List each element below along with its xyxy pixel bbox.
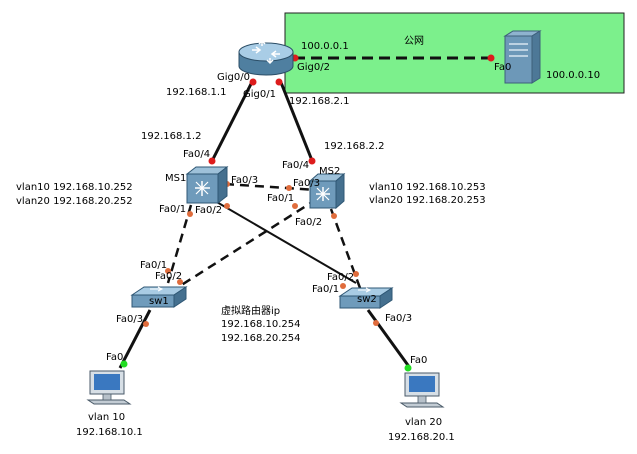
link-ms1-sw1 [166, 204, 193, 284]
ms1-vlan20-label: vlan20 192.168.20.252 [16, 196, 133, 207]
port-dot-sw1-fa0-3 [143, 321, 149, 327]
ms2-vlan20-label: vlan20 192.168.20.253 [369, 195, 486, 206]
port-dot-ms2-fa0-2 [331, 213, 337, 219]
port-dot-ms2-fa0-3 [286, 185, 292, 191]
link-router-ms2 [278, 79, 315, 164]
ms1-fa0-3-label: Fa0/3 [231, 175, 258, 186]
virtual-router-ip-title: 虚拟路由器ip [221, 304, 280, 317]
sw1-fa0-1-label: Fa0/1 [140, 260, 167, 271]
port-dot-ms1-fa0-2 [224, 203, 230, 209]
ms1-fa0-1-label: Fa0/1 [159, 204, 186, 215]
public-network-zone-label: 公网 [404, 35, 424, 47]
virtual-router-ip-vlan10: 192.168.10.254 [221, 319, 301, 330]
pc1-fa0-label: Fa0 [106, 352, 123, 363]
sw2-fa0-3-label: Fa0/3 [385, 313, 412, 324]
port-dot-pc2-fa0 [404, 364, 412, 372]
port-dot-router-gig0-0 [249, 78, 257, 86]
ms2-fa0-2-label: Fa0/2 [295, 217, 322, 228]
pc2-fa0-label: Fa0 [410, 355, 427, 366]
sw2-name-label: sw2 [357, 294, 377, 305]
port-indicators [120, 54, 495, 372]
port-dot-ms2-fa0-1 [292, 203, 298, 209]
pc1-ip-label: 192.168.10.1 [76, 427, 143, 438]
ms2-vlan10-label: vlan10 192.168.10.253 [369, 182, 486, 193]
ms2-fa0-3-label: Fa0/3 [293, 178, 320, 189]
router-icon[interactable] [238, 39, 294, 76]
ms2-fa0-4-label: Fa0/4 [282, 160, 309, 171]
port-dot-ms1-fa0-1 [187, 211, 193, 217]
sw1-fa0-2-label: Fa0/2 [155, 271, 182, 282]
ms1-fa0-4-label: Fa0/4 [183, 149, 210, 160]
ms2-name-label: MS2 [319, 166, 340, 177]
link-sw1-pc1 [118, 309, 152, 369]
router-gig0-1-ip-label: 192.168.2.1 [289, 96, 349, 107]
port-dot-sw2-fa0-3 [373, 320, 379, 326]
public-network-zone [284, 12, 625, 94]
links [118, 56, 491, 369]
port-dot-ms2-fa0-4 [308, 157, 316, 165]
port-dot-ms1-fa0-4 [208, 157, 216, 165]
router-gig0-0-label: Gig0/0 [217, 72, 250, 83]
link-ms2-sw1 [171, 197, 318, 293]
sw2-switch-icon[interactable] [338, 287, 394, 309]
sw1-name-label: sw1 [149, 296, 169, 307]
server-icon[interactable] [503, 30, 542, 84]
port-dot-router-gig0-1 [275, 78, 283, 86]
sw1-fa0-3-label: Fa0/3 [116, 314, 143, 325]
link-sw2-pc2 [366, 309, 412, 369]
port-dot-pc1-fa0 [120, 360, 128, 368]
port-dot-sw1-fa0-1 [165, 268, 171, 274]
ms2-multilayer-switch-icon[interactable] [308, 172, 346, 210]
pc2-computer-icon[interactable] [399, 372, 445, 408]
router-gig0-2-label: Gig0/2 [297, 62, 330, 73]
ms1-vlan10-label: vlan10 192.168.10.252 [16, 182, 133, 193]
pc2-vlan-label: vlan 20 [405, 417, 442, 428]
ms2-fa0-1-label: Fa0/1 [267, 193, 294, 204]
router-gig0-1-label: Gig0/1 [243, 89, 276, 100]
link-router-ms1 [209, 79, 255, 164]
port-dot-sw1-fa0-2 [177, 279, 183, 285]
port-dot-sw2-fa0-1 [340, 283, 346, 289]
port-dot-server-fa0 [487, 54, 495, 62]
ms2-uplink-ip-label: 192.168.2.2 [324, 141, 384, 152]
pc2-ip-label: 192.168.20.1 [388, 432, 455, 443]
virtual-router-ip-vlan20: 192.168.20.254 [221, 333, 301, 344]
ms1-multilayer-switch-icon[interactable] [185, 165, 229, 205]
router-gig0-0-ip-label: 192.168.1.1 [166, 87, 226, 98]
ms1-uplink-ip-label: 192.168.1.2 [141, 131, 201, 142]
server-ip-label: 100.0.0.10 [546, 70, 600, 81]
ms1-name-label: MS1 [165, 173, 186, 184]
sw2-fa0-1-label: Fa0/1 [312, 284, 339, 295]
port-dot-sw2-fa0-2 [353, 271, 359, 277]
server-fa0-label: Fa0 [494, 62, 511, 73]
sw1-switch-icon[interactable] [130, 286, 188, 308]
sw2-fa0-2-label: Fa0/2 [327, 272, 354, 283]
pc1-vlan-label: vlan 10 [88, 412, 125, 423]
pc1-computer-icon[interactable] [86, 370, 132, 405]
link-ms1-sw2 [214, 200, 357, 284]
router-public-ip-label: 100.0.0.1 [301, 41, 349, 52]
link-ms1-ms2 [224, 182, 318, 192]
ms1-fa0-2-label: Fa0/2 [195, 205, 222, 216]
